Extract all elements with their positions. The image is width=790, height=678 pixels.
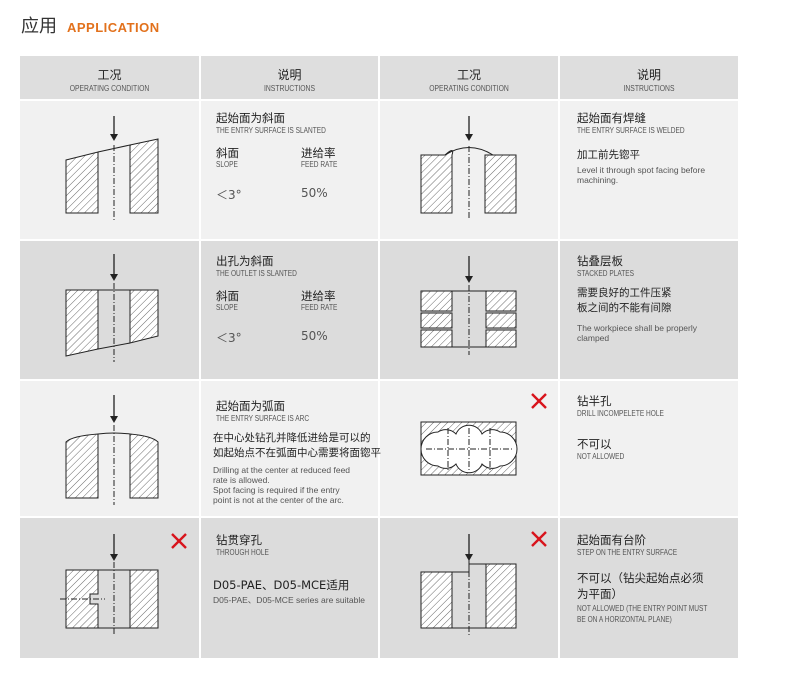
instruction-desc-en: point is not at the center of the arc.	[213, 495, 344, 505]
diagram-step-entry	[420, 534, 517, 636]
instruction-title-en: DRILL INCOMPELETE HOLE	[577, 409, 664, 418]
page-header: 应用 APPLICATION	[21, 12, 160, 42]
feed-rate-label-en: FEED RATE	[301, 303, 338, 312]
slope-label-en: SLOPE	[216, 303, 238, 312]
col-divider	[199, 56, 201, 658]
instruction-desc-zh: 为平面）	[577, 587, 623, 601]
instruction-desc-zh: 不可以	[577, 437, 612, 451]
slope-label: 斜面	[216, 146, 239, 160]
instruction-desc-en: D05-PAE、D05-MCE series are suitable	[213, 595, 365, 605]
instruction-title-en: THE ENTRY SURFACE IS SLANTED	[216, 126, 326, 135]
feed-rate-label: 进给率	[301, 146, 336, 160]
feed-rate-value: 50%	[301, 186, 328, 200]
not-allowed-icon	[531, 531, 547, 547]
instruction-title-en: STACKED PLATES	[577, 269, 634, 278]
diagram-stacked-plates	[420, 256, 517, 355]
instruction-desc-en: The workpiece shall be properly	[577, 323, 698, 333]
column-header-instructions-2: 说明 INSTRUCTIONS	[560, 56, 738, 99]
column-header-condition-2: 工况 OPERATING CONDITION	[380, 56, 558, 99]
diagram-through-hole	[60, 534, 159, 636]
slope-label-en: SLOPE	[216, 160, 238, 169]
col-divider	[378, 56, 380, 658]
instruction-desc-zh: 板之间的不能有间隙	[577, 302, 672, 314]
diagram-slanted-outlet	[65, 254, 159, 362]
instruction-title-en: THE ENTRY SURFACE IS ARC	[216, 414, 310, 423]
instruction-title: 起始面为弧面	[216, 399, 285, 413]
not-allowed-icon	[531, 393, 547, 409]
instruction-desc-zh: 如起始点不在弧面中心需要将面锪平	[213, 447, 381, 459]
instruction-desc-en: BE ON A HORIZONTAL PLANE)	[577, 615, 672, 624]
instruction-title: 出孔为斜面	[216, 254, 274, 268]
column-header-condition-1: 工况 OPERATING CONDITION	[20, 56, 199, 99]
instruction-desc-en: NOT ALLOWED (THE ENTRY POINT MUST	[577, 604, 708, 613]
instruction-title-en: THROUGH HOLE	[216, 548, 269, 557]
instruction-title: 起始面为斜面	[216, 111, 285, 125]
instruction-title-en: STEP ON THE ENTRY SURFACE	[577, 548, 678, 557]
page-title-en: APPLICATION	[67, 20, 160, 35]
instruction-desc-en: Drilling at the center at reduced feed	[213, 465, 351, 475]
feed-rate-label: 进给率	[301, 289, 336, 303]
page-title: 应用	[21, 16, 57, 37]
col-divider	[558, 56, 560, 658]
column-header-instructions-1: 说明 INSTRUCTIONS	[201, 56, 378, 99]
instruction-title: 钻叠层板	[577, 254, 623, 268]
instruction-desc-zh: 需要良好的工件压紧	[577, 287, 672, 299]
slope-value: ＜3°	[216, 188, 242, 202]
slope-value: ＜3°	[216, 331, 242, 345]
instruction-desc-en: clamped	[577, 333, 610, 343]
instruction-desc-zh: 在中心处钻孔并降低进给是可以的	[213, 432, 371, 444]
diagram-welded-entry	[420, 116, 517, 220]
feed-rate-value: 50%	[301, 329, 328, 343]
instruction-desc-en: Level it through spot facing before	[577, 165, 706, 175]
slope-label: 斜面	[216, 289, 239, 303]
instruction-desc-en: machining.	[577, 175, 619, 185]
not-allowed-icon	[171, 533, 187, 549]
diagram-incomplete-hole	[420, 421, 518, 476]
diagram-slanted-entry	[65, 116, 159, 220]
instruction-title: 起始面有台阶	[577, 533, 646, 547]
instruction-desc-en: NOT ALLOWED	[577, 452, 625, 461]
instruction-desc-zh: 不可以（钻尖起始点必须	[577, 571, 704, 585]
instruction-title: 起始面有焊缝	[577, 111, 646, 125]
instruction-desc-en: Spot facing is required if the entry	[213, 485, 340, 495]
instruction-desc-zh: 加工前先锪平	[577, 149, 640, 161]
instruction-title-en: THE OUTLET IS SLANTED	[216, 269, 297, 278]
instruction-title: 钻贯穿孔	[216, 533, 262, 547]
feed-rate-label-en: FEED RATE	[301, 160, 338, 169]
diagram-arc-entry	[65, 395, 159, 505]
instruction-title-en: THE ENTRY SURFACE IS WELDED	[577, 126, 685, 135]
instruction-desc-en: rate is allowed.	[213, 475, 270, 485]
instruction-title: 钻半孔	[577, 394, 612, 408]
instruction-desc-zh: D05-PAE、D05-MCE适用	[213, 578, 350, 592]
